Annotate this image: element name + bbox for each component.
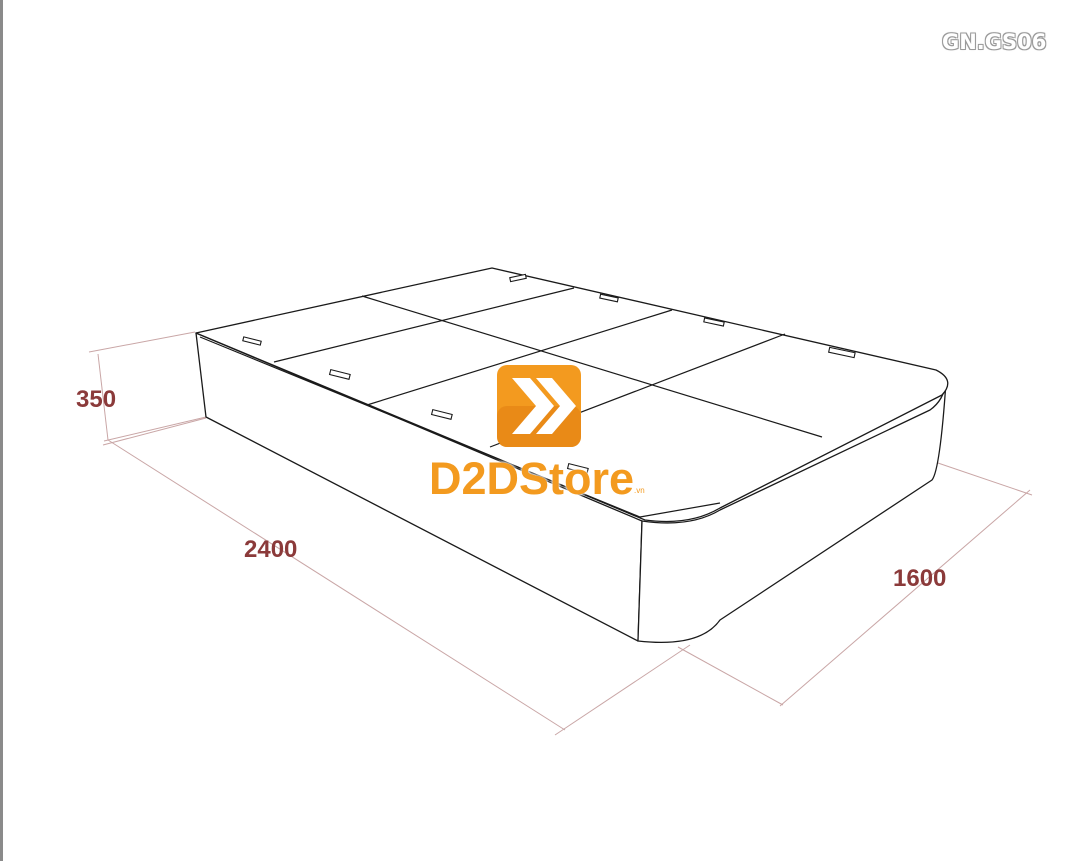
handle-3 (703, 317, 725, 327)
dimension-lines (88, 331, 1033, 736)
length-extension-left (102, 417, 207, 446)
width-dimension-label: 1600 (893, 565, 947, 592)
left-border (0, 0, 3, 861)
length-dimension-line (107, 439, 566, 731)
height-dimension-label: 350 (76, 386, 117, 413)
handle-2 (599, 293, 619, 303)
panel-seam-mid (361, 295, 823, 438)
brand-domain: .vn (634, 486, 645, 495)
double-chevron-right-icon (512, 378, 576, 434)
handle-8 (566, 462, 589, 474)
handle-6 (328, 368, 351, 380)
brand-name: D2DStore (429, 453, 635, 504)
length-dimension-label: 2400 (244, 536, 298, 563)
bed-short-side (637, 381, 947, 644)
width-extension-back (934, 461, 1033, 496)
panel-seam-long-1 (273, 287, 575, 363)
height-extension-top (88, 331, 196, 353)
width-extension-front (677, 646, 784, 706)
handle-4 (828, 346, 856, 359)
height-dimension-line (97, 353, 109, 441)
lid-handles (242, 273, 856, 474)
panel-edge-step (639, 502, 721, 518)
panel-seam-long-2 (366, 309, 673, 406)
handle-5 (242, 336, 262, 346)
width-dimension-line (779, 489, 1031, 707)
length-extension-right (554, 644, 691, 736)
handle-7 (430, 408, 453, 420)
product-code-label: GN.GS06 (942, 30, 1047, 54)
panel-edge-inner (199, 336, 641, 518)
brand-logo (497, 365, 581, 447)
handle-1 (509, 273, 527, 283)
height-extension-bottom (103, 416, 207, 442)
top-panels (199, 287, 823, 518)
